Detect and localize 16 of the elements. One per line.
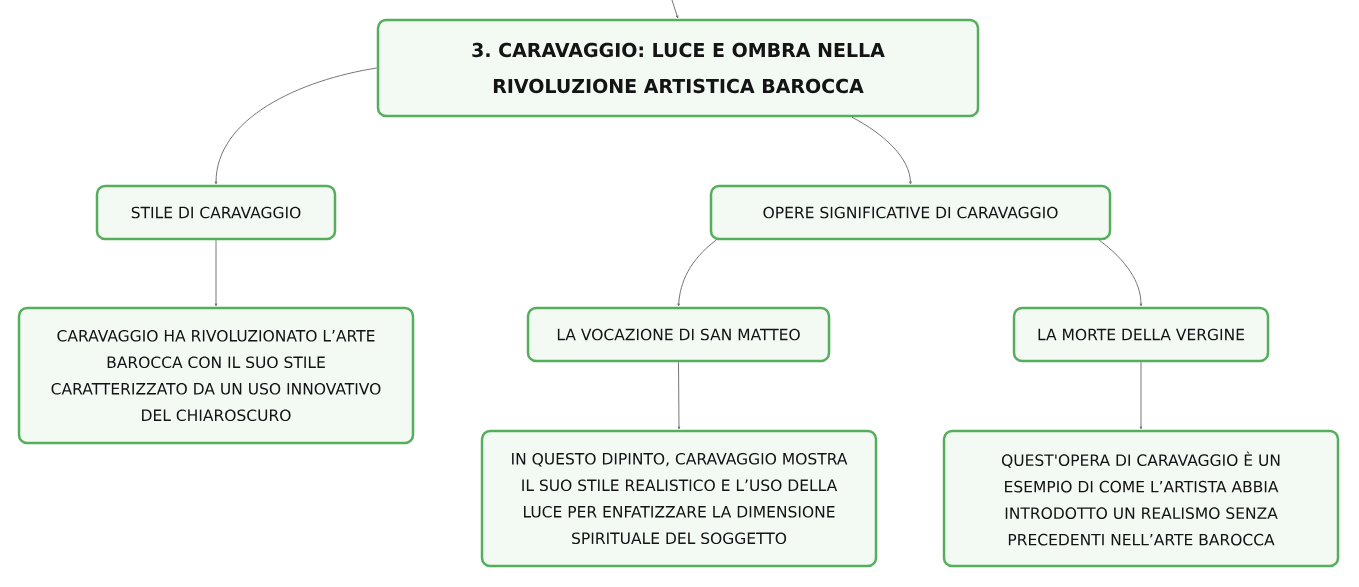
- connector: [670, 0, 679, 19]
- connector: [214, 239, 218, 307]
- connector: [214, 67, 378, 185]
- topic-box: STILE DI CARAVAGGIO: [95, 184, 337, 241]
- topic-box: LA VOCAZIONE DI SAN MATTEO: [526, 306, 831, 363]
- text-box: CARAVAGGIO HA RIVOLUZIONATO L’ARTE BAROCCA CON IL SUO STILE CARATTERIZZATO DA UN USO INNOVATIVO DEL CHIAROSCURO: [17, 306, 415, 445]
- connector: [677, 361, 681, 430]
- topic-box: OPERE SIGNIFICATIVE DI CARAVAGGIO: [709, 184, 1112, 241]
- connector: [677, 239, 717, 307]
- text-box: IN QUESTO DIPINTO, CARAVAGGIO MOSTRA IL SUO STILE REALISTICO E L’USO DELLA LUCE PER ENFATIZZARE LA DIMENSIONE SPIRITUALE DEL SOGGETTO: [480, 429, 878, 568]
- connector: [851, 116, 912, 185]
- main-topic-box: 3. CARAVAGGIO: LUCE E OMBRA NELLA RIVOLUZIONE ARTISTICA BAROCCA: [376, 18, 980, 118]
- connector: [1098, 239, 1143, 307]
- topic-box: LA MORTE DELLA VERGINE: [1012, 306, 1270, 363]
- connector: [1139, 361, 1143, 430]
- text-box: QUEST'OPERA DI CARAVAGGIO È UN ESEMPIO DI COME L’ARTISTA ABBIA INTRODOTTO UN REALISMO SENZA PRECEDENTI NELL’ARTE BAROCCA: [942, 429, 1340, 568]
